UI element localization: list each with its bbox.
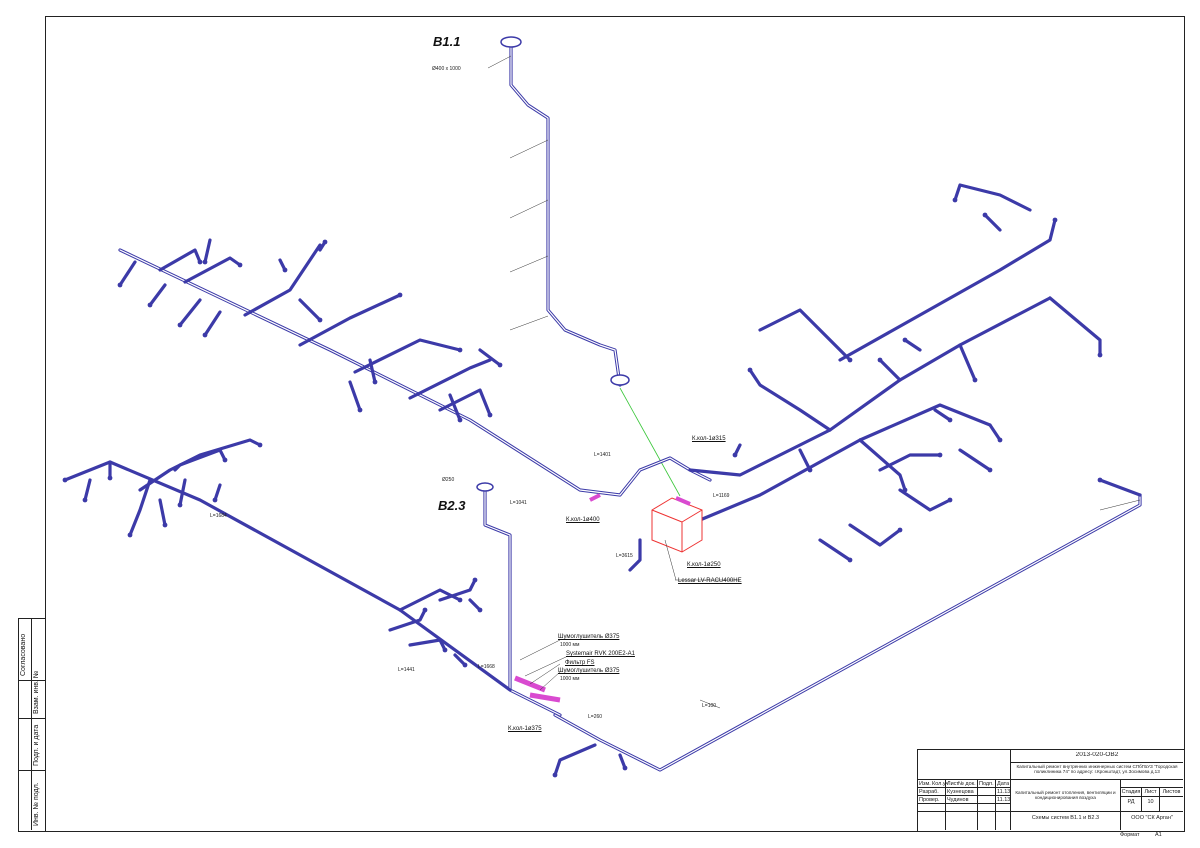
fan-callout: Systemair RVK 200E2-A1 bbox=[566, 651, 635, 657]
muffler-2-callout: Шумоглушитель Ø375 bbox=[558, 668, 620, 674]
tb-rule bbox=[1159, 787, 1160, 811]
tb-sheet-header: Лист bbox=[1144, 789, 1157, 795]
tb-row-dev-name: Кузнецова bbox=[947, 789, 974, 795]
riser-to-unit-link bbox=[619, 387, 681, 497]
b11-top-note: Ø400 x 1000 bbox=[432, 66, 461, 72]
tb-row-dev: Разраб. bbox=[919, 789, 939, 795]
long-return-run bbox=[552, 477, 1142, 778]
right-terminals bbox=[732, 197, 1103, 563]
tb-rule bbox=[977, 779, 978, 830]
tb-rule bbox=[945, 779, 946, 830]
tb-rule bbox=[1141, 787, 1142, 811]
filter-callout: Фильтр FS bbox=[565, 660, 595, 666]
kl2-callout: К.кол-1ø315 bbox=[692, 436, 726, 442]
tb-sheet-number: 10 bbox=[1147, 799, 1154, 805]
tb-rule bbox=[917, 803, 1010, 804]
tb-code: 2013-020-ОВ2 bbox=[1075, 752, 1119, 758]
tb-sheets-header: Листов bbox=[1162, 789, 1181, 795]
kl3-callout: К.кол-1ø250 bbox=[687, 562, 721, 568]
tb-col-izm: Изм. bbox=[919, 781, 931, 787]
note-l6: L=1441 bbox=[398, 667, 415, 673]
drawing-frame bbox=[45, 16, 1185, 832]
tb-rule bbox=[1010, 749, 1011, 830]
right-duct-network bbox=[688, 183, 1102, 562]
kl1-callout: К.кол-1ø400 bbox=[566, 517, 600, 523]
b11-intake-cap bbox=[500, 36, 522, 48]
tb-col-kol: Кол.уч bbox=[932, 781, 949, 787]
note-l8: L=100 bbox=[702, 703, 717, 709]
tb-rule bbox=[917, 787, 1010, 788]
tb-col-sign: Подп. bbox=[979, 781, 994, 787]
system-b11-label: B1.1 bbox=[433, 34, 461, 49]
system-b23-label: B2.3 bbox=[438, 498, 466, 513]
note-l4: L=1041 bbox=[510, 500, 527, 506]
tb-format: А1 bbox=[1155, 832, 1162, 838]
tb-col-list: Лист bbox=[947, 781, 959, 787]
tb-row-chk-date: 11.13 bbox=[997, 797, 1011, 803]
strip-row-1 bbox=[18, 680, 45, 681]
strip-divider bbox=[31, 618, 32, 830]
tb-sheet-title: Схемы систем В1.1 и В2.3 bbox=[1031, 815, 1100, 821]
note-l3: L=3615 bbox=[616, 553, 633, 559]
tb-rule bbox=[1010, 762, 1183, 763]
muffler-1-callout: Шумоглушитель Ø375 bbox=[558, 634, 620, 640]
tb-stage: РД bbox=[1127, 799, 1135, 805]
note-l5: L=1668 bbox=[478, 664, 495, 670]
tb-format-label: Формат bbox=[1120, 832, 1140, 838]
tb-company: ООО "СК Арган" bbox=[1131, 815, 1173, 821]
note-l9: L=1684 bbox=[210, 513, 227, 519]
tb-row-dev-date: 11.13 bbox=[997, 789, 1011, 795]
vent-unit-callout: Lessar LV-RACU400HE bbox=[678, 578, 742, 584]
b11-main-duct bbox=[118, 238, 712, 497]
b23-top-note: Ø250 bbox=[442, 477, 455, 483]
tb-row-chk: Провер. bbox=[919, 797, 940, 803]
left-approval-strip bbox=[18, 618, 46, 832]
tb-description: Капитальный ремонт внутренних инженерных… bbox=[1016, 764, 1178, 775]
b11-riser-end bbox=[610, 374, 630, 386]
b11-riser bbox=[487, 36, 630, 387]
tb-rule bbox=[995, 779, 996, 830]
tb-rule bbox=[917, 795, 1010, 796]
b11-terminals-left bbox=[117, 239, 503, 423]
note-l7: L=260 bbox=[588, 714, 603, 720]
tb-row-chk-name: Чудинов bbox=[947, 797, 969, 803]
b23-system bbox=[62, 438, 562, 717]
ventilation-unit-block bbox=[589, 493, 703, 572]
note-l1: L=1401 bbox=[594, 452, 611, 458]
kl4-callout: К.кол-1ø375 bbox=[508, 726, 542, 732]
title-block bbox=[917, 749, 1185, 832]
callout-leaders bbox=[519, 499, 1141, 709]
tb-rule bbox=[917, 811, 1183, 812]
muffler-1-length: 1000 мм bbox=[560, 642, 580, 648]
tb-rule bbox=[917, 779, 1183, 780]
tb-col-date: Дата bbox=[997, 781, 1010, 787]
strip-row-2 bbox=[18, 718, 45, 719]
tb-rule bbox=[1120, 787, 1183, 788]
strip-row-3 bbox=[18, 770, 45, 771]
tb-col-doc: № док. bbox=[958, 781, 976, 787]
note-l2: L=1169 bbox=[713, 493, 730, 499]
tb-work: Капитальный ремонт отопления, вентиляции… bbox=[1015, 790, 1116, 801]
tb-rule bbox=[1120, 779, 1121, 830]
muffler-2-length: 1000 мм bbox=[560, 676, 580, 682]
tb-rule bbox=[1120, 796, 1183, 797]
tb-stage-header: Стадия bbox=[1121, 789, 1141, 795]
